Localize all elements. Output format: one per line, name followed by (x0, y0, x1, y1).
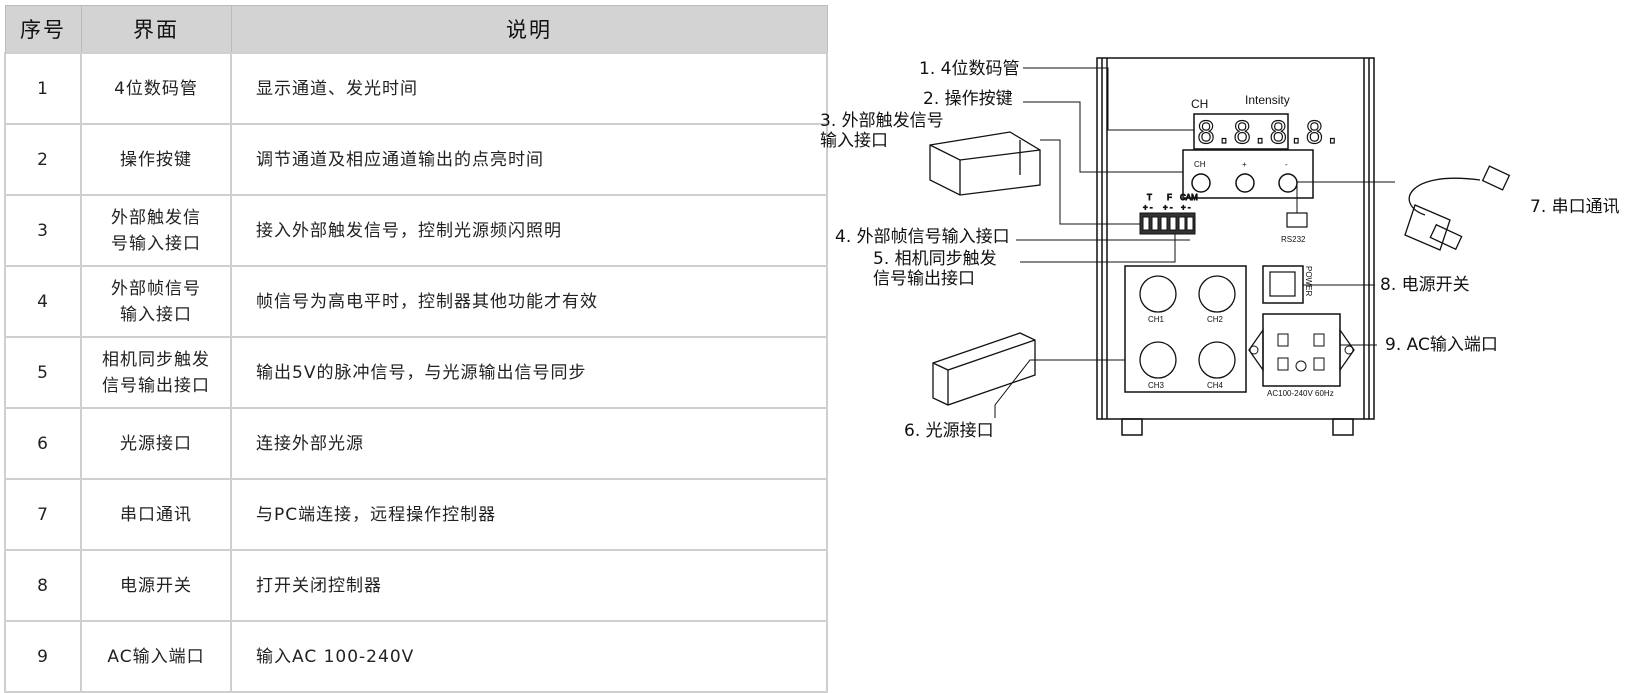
row-description: 输入AC 100-240V (230, 620, 828, 693)
ch3-label: CH3 (1148, 381, 1165, 390)
row-interface: 电源开关 (80, 549, 232, 622)
terminal-t-label: T (1147, 193, 1152, 202)
row-description: 打开关闭控制器 (230, 549, 828, 622)
callout-frame-input: 4. 外部帧信号输入接口 (835, 227, 1010, 247)
terminal-cam-label: CAM (1180, 193, 1198, 202)
ch2-port[interactable] (1198, 275, 1236, 313)
row-description: 调节通道及相应通道输出的点亮时间 (230, 123, 828, 196)
row-interface: 外部帧信号输入接口 (80, 265, 232, 338)
table-row: 5 相机同步触发信号输出接口 输出5V的脉冲信号，与光源输出信号同步 (4, 336, 828, 409)
button-plus-label: + (1242, 160, 1247, 169)
callout-trigger-line2: 输入接口 (820, 131, 888, 151)
row-description: 与PC端连接，远程操作控制器 (230, 478, 828, 551)
row-description: 连接外部光源 (230, 407, 828, 480)
ac-rating-label: AC100-240V 60Hz (1267, 389, 1334, 398)
ch1-port[interactable] (1139, 275, 1177, 313)
ac-input-port[interactable]: AC100-240V 60Hz (1248, 313, 1355, 398)
callout-camera-sync-line1: 5. 相机同步触发 (873, 249, 997, 269)
minus-button[interactable] (1278, 173, 1298, 193)
rs232-label: RS232 (1281, 235, 1306, 244)
serial-cable-drawing (1404, 165, 1511, 251)
ch4-port[interactable] (1198, 341, 1236, 379)
light-connector-drawing (932, 332, 1036, 406)
plus-button[interactable] (1235, 173, 1255, 193)
row-description: 帧信号为高电平时，控制器其他功能才有效 (230, 265, 828, 338)
svg-text:8.8.8.8.: 8.8.8.8. (1197, 116, 1342, 151)
table-row: 3 外部触发信号输入接口 接入外部触发信号，控制光源频闪照明 (4, 194, 828, 267)
controller-body (1096, 57, 1375, 436)
row-description: 输出5V的脉冲信号，与光源输出信号同步 (230, 336, 828, 409)
row-interface: 串口通讯 (80, 478, 232, 551)
interface-table-container: 序号 界面 说明 1 4位数码管 显示通道、发光时间 2 操作按键 调节通道及相… (4, 5, 828, 693)
table-row: 1 4位数码管 显示通道、发光时间 (4, 52, 828, 125)
ch4-label: CH4 (1207, 381, 1224, 390)
table-row: 8 电源开关 打开关闭控制器 (4, 549, 828, 622)
ch3-port[interactable] (1139, 341, 1177, 379)
table-row: 6 光源接口 连接外部光源 (4, 407, 828, 480)
row-interface: 操作按键 (80, 123, 232, 196)
row-number: 1 (4, 52, 82, 125)
row-interface: 外部触发信号输入接口 (80, 194, 232, 267)
row-number: 3 (4, 194, 82, 267)
callout-display: 1. 4位数码管 (919, 59, 1019, 79)
callout-camera-sync-line2: 信号输出接口 (873, 269, 975, 289)
table-row: 7 串口通讯 与PC端连接，远程操作控制器 (4, 478, 828, 551)
ch-button[interactable] (1191, 173, 1211, 193)
interface-table: 序号 界面 说明 1 4位数码管 显示通道、发光时间 2 操作按键 调节通道及相… (4, 5, 828, 693)
row-number: 5 (4, 336, 82, 409)
table-row: 2 操作按键 调节通道及相应通道输出的点亮时间 (4, 123, 828, 196)
header-description: 说明 (230, 5, 828, 54)
callout-ac-input: 9. AC输入端口 (1385, 335, 1498, 355)
operation-buttons-panel: CH + - (1182, 149, 1314, 199)
row-number: 8 (4, 549, 82, 622)
callout-serial: 7. 串口通讯 (1530, 197, 1620, 217)
header-interface: 界面 (80, 5, 232, 54)
svg-text:+ -: + - (1163, 203, 1173, 212)
terminal-f-label: F (1167, 193, 1172, 202)
row-description: 显示通道、发光时间 (230, 52, 828, 125)
svg-text:+ -: + - (1143, 203, 1153, 212)
callout-trigger-line1: 3. 外部触发信号 (820, 111, 944, 131)
table-header-row: 序号 界面 说明 (4, 5, 828, 54)
button-minus-label: - (1285, 160, 1288, 169)
table-row: 4 外部帧信号输入接口 帧信号为高电平时，控制器其他功能才有效 (4, 265, 828, 338)
callout-buttons: 2. 操作按键 (923, 89, 1013, 109)
row-interface: 相机同步触发信号输出接口 (80, 336, 232, 409)
svg-text:+ -: + - (1181, 203, 1191, 212)
display-ch-label: CH (1191, 97, 1208, 111)
ch1-label: CH1 (1148, 315, 1165, 324)
row-number: 6 (4, 407, 82, 480)
row-number: 2 (4, 123, 82, 196)
controller-diagram: CH Intensity 8.8.8.8. CH + - T F CAM + -… (820, 57, 1620, 441)
rs232-connector: RS232 (1281, 212, 1308, 244)
callout-lines (994, 67, 1395, 418)
table-row: 9 AC输入端口 输入AC 100-240V (4, 620, 828, 693)
four-digit-display: 8.8.8.8. (1193, 113, 1342, 152)
callout-light-source: 6. 光源接口 (904, 421, 994, 441)
row-number: 7 (4, 478, 82, 551)
power-label: POWER (1304, 266, 1313, 296)
light-source-ports-panel: CH1 CH2 CH3 CH4 (1124, 265, 1247, 393)
row-interface: 光源接口 (80, 407, 232, 480)
row-description: 接入外部触发信号，控制光源频闪照明 (230, 194, 828, 267)
display-intensity-label: Intensity (1245, 93, 1290, 107)
trigger-connector-drawing (929, 131, 1041, 196)
terminal-block: T F CAM + - + - + - (1139, 193, 1199, 235)
button-ch-label: CH (1194, 160, 1206, 169)
callout-power-switch: 8. 电源开关 (1380, 275, 1470, 295)
header-no: 序号 (4, 5, 82, 54)
row-interface: AC输入端口 (80, 620, 232, 693)
row-interface: 4位数码管 (80, 52, 232, 125)
row-number: 4 (4, 265, 82, 338)
ch2-label: CH2 (1207, 315, 1224, 324)
row-number: 9 (4, 620, 82, 693)
